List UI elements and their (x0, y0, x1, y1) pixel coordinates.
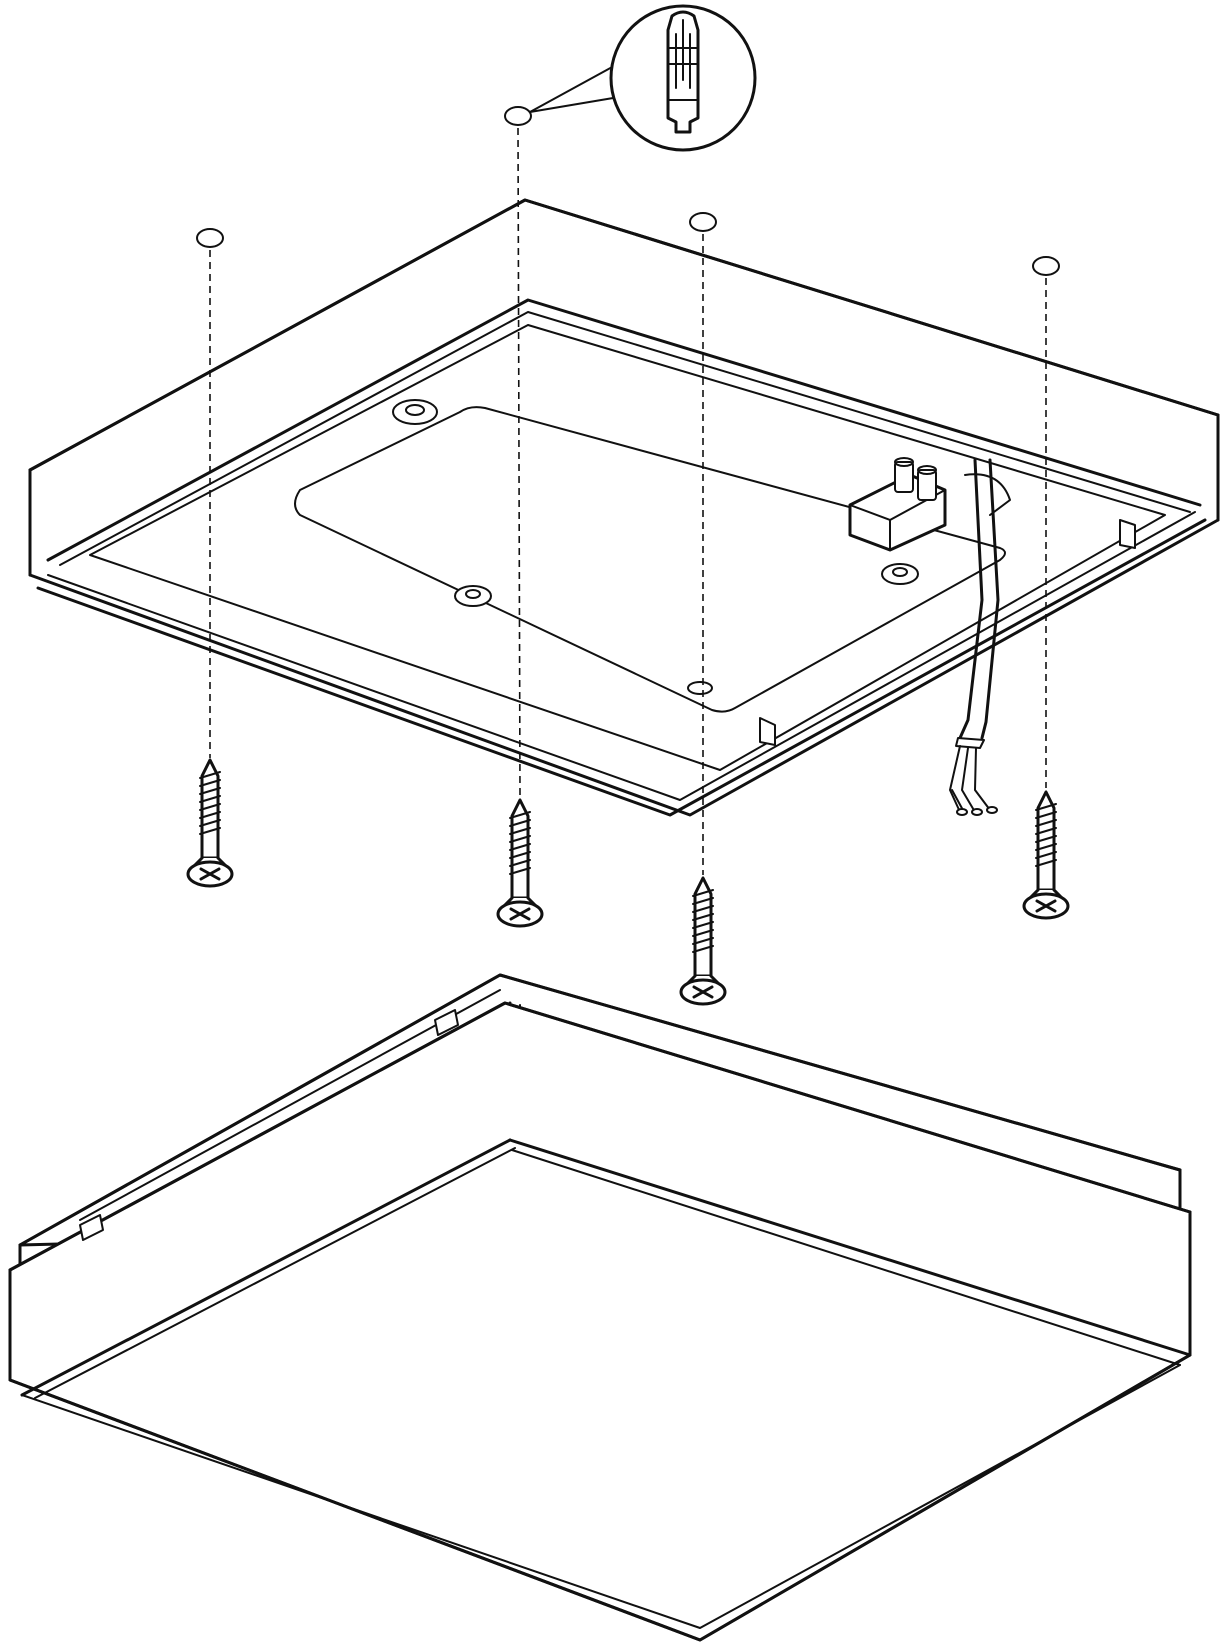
supply-cable (949, 458, 1000, 816)
wall-plug (666, 10, 700, 134)
wall-plug-hole (196, 228, 224, 248)
screw (496, 798, 544, 928)
wall-plug-hole (689, 212, 717, 232)
screw (186, 758, 234, 888)
diffuser-cover (8, 973, 1192, 1642)
screw (679, 876, 727, 1006)
screws (186, 758, 1070, 1006)
screw (1022, 790, 1070, 920)
connector-block (848, 457, 1011, 552)
wall-plug-positions (196, 106, 1060, 875)
wall-plug-detail (529, 4, 757, 152)
wall-plug-hole (504, 106, 532, 126)
wall-plug-hole (1032, 256, 1060, 276)
mounting-base (28, 198, 1220, 817)
